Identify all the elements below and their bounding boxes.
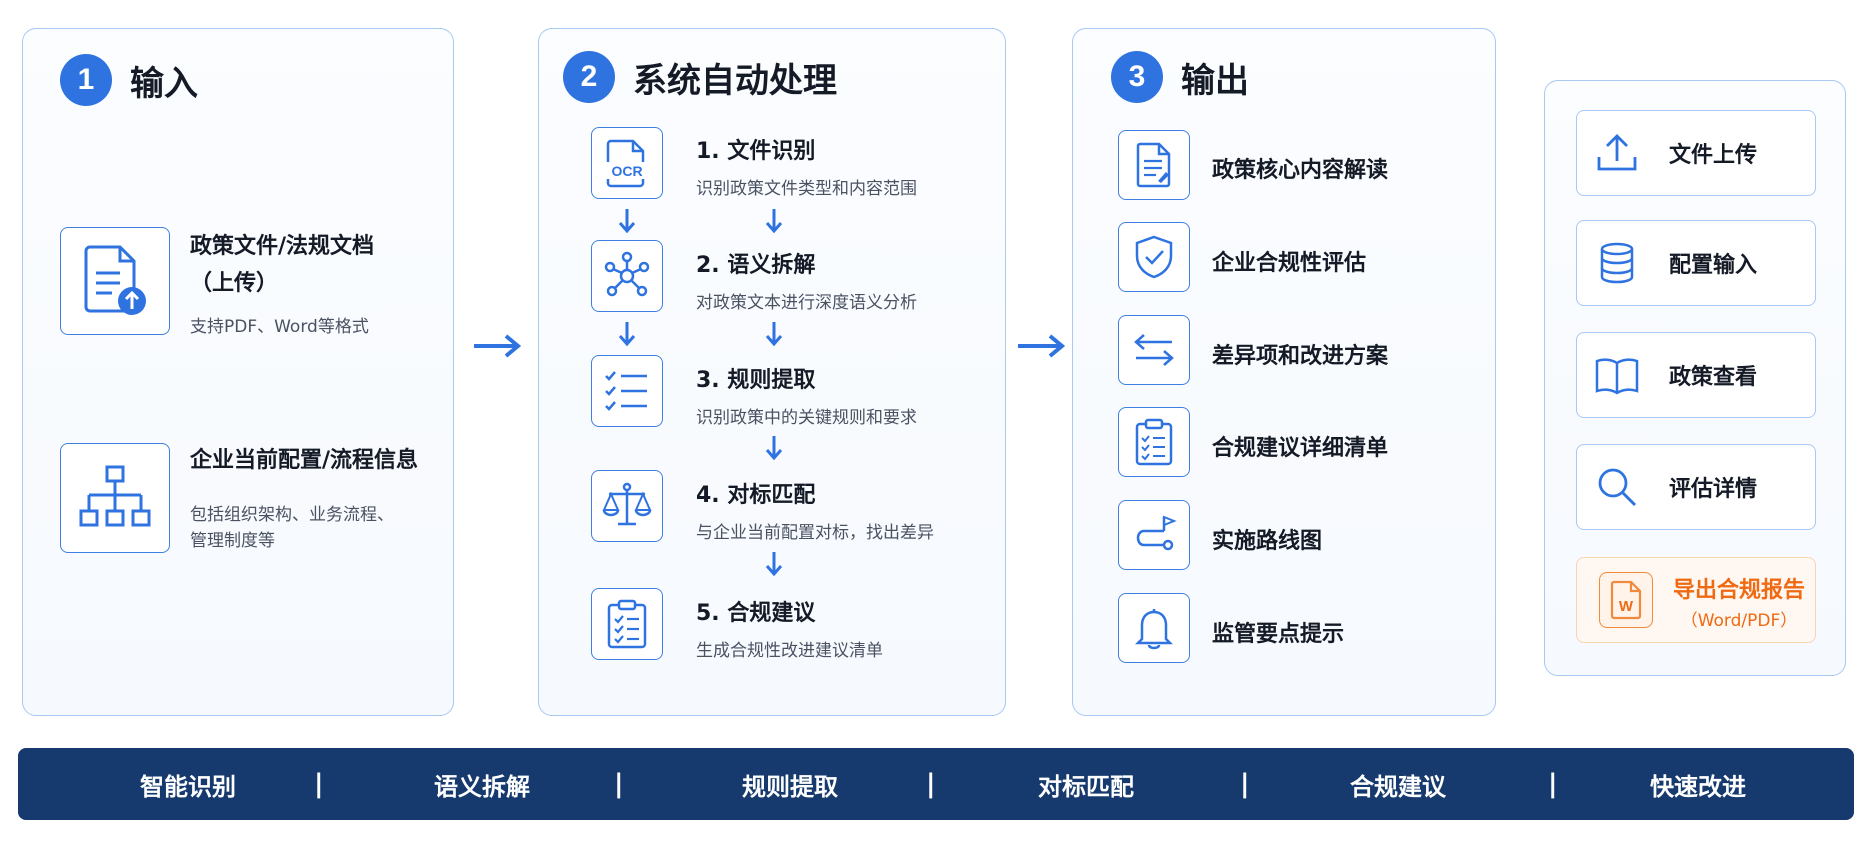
process-step-desc: 对政策文本进行深度语义分析 — [696, 293, 917, 313]
process-step-title: 2. 语义拆解 — [696, 253, 816, 278]
output-panel-title: 输出 — [1181, 60, 1249, 101]
assessment-details-button-label: 评估详情 — [1669, 477, 1758, 502]
upload-button[interactable]: 文件上传 — [1576, 110, 1816, 196]
document-icon — [1118, 130, 1190, 200]
process-step-title: 3. 规则提取 — [696, 368, 816, 393]
ocr-icon-text: OCR — [611, 163, 642, 179]
feature-bar-separator: | — [926, 769, 936, 799]
input-item-title: 企业当前配置/流程信息 — [190, 448, 419, 473]
database-icon — [1591, 237, 1643, 289]
assessment-details-button[interactable]: 评估详情 — [1576, 444, 1816, 530]
clipboard-list-icon — [1118, 407, 1190, 477]
down-arrow-icon — [765, 436, 783, 461]
document-upload-icon — [60, 227, 170, 335]
upload-icon — [1591, 127, 1643, 179]
feature-bar: 智能识别 | 语义拆解 | 规则提取 | 对标匹配 | 合规建议 | 快速改进 — [18, 748, 1854, 820]
process-panel-title: 系统自动处理 — [633, 60, 837, 101]
step-number-badge: 3 — [1111, 51, 1163, 103]
policy-view-button[interactable]: 政策查看 — [1576, 332, 1816, 418]
step-number-badge: 1 — [60, 54, 112, 106]
search-icon — [1591, 461, 1643, 513]
feature-bar-item: 规则提取 — [742, 772, 838, 801]
output-item-label: 差异项和改进方案 — [1212, 344, 1389, 369]
shield-check-icon — [1118, 222, 1190, 292]
export-report-format: （Word/PDF） — [1680, 611, 1798, 631]
process-step-desc: 识别政策中的关键规则和要求 — [696, 408, 917, 428]
word-file-icon-text: W — [1619, 598, 1634, 615]
feature-bar-separator: | — [1548, 769, 1558, 799]
input-item-desc: 支持PDF、Word等格式 — [190, 317, 369, 337]
book-icon — [1591, 349, 1643, 401]
down-arrow-icon — [618, 209, 636, 234]
step-number-badge: 2 — [563, 51, 615, 103]
clipboard-check-icon — [591, 588, 663, 660]
scale-icon — [591, 470, 663, 542]
swap-arrows-icon — [1118, 315, 1190, 385]
process-step-desc: 生成合规性改进建议清单 — [696, 641, 883, 661]
feature-bar-item: 对标匹配 — [1038, 772, 1134, 801]
process-step-title: 4. 对标匹配 — [696, 483, 816, 508]
feature-bar-item: 智能识别 — [140, 772, 236, 801]
export-report-button[interactable]: W 导出合规报告 （Word/PDF） — [1576, 557, 1816, 643]
feature-bar-separator: | — [314, 769, 324, 799]
down-arrow-icon — [765, 322, 783, 347]
org-chart-icon — [60, 443, 170, 553]
flow-arrow-icon — [474, 334, 522, 358]
config-input-button[interactable]: 配置输入 — [1576, 220, 1816, 306]
route-flag-icon — [1118, 500, 1190, 570]
input-item-title-suffix: （上传） — [190, 271, 279, 296]
process-step-title: 5. 合规建议 — [696, 601, 816, 626]
output-item-label: 监管要点提示 — [1212, 622, 1345, 647]
feature-bar-item: 语义拆解 — [434, 772, 530, 801]
output-panel-header: 3 输出 — [1111, 51, 1249, 103]
process-panel-header: 2 系统自动处理 — [563, 51, 837, 103]
output-item-label: 企业合规性评估 — [1212, 251, 1367, 276]
checklist-icon — [591, 355, 663, 427]
upload-button-label: 文件上传 — [1669, 143, 1758, 168]
process-step-desc: 识别政策文件类型和内容范围 — [696, 179, 917, 199]
feature-bar-item: 快速改进 — [1650, 772, 1746, 801]
input-panel — [22, 28, 454, 716]
ocr-icon: OCR — [591, 127, 663, 199]
export-report-label: 导出合规报告 — [1672, 578, 1805, 603]
down-arrow-icon — [765, 552, 783, 577]
input-item-desc: 管理制度等 — [190, 531, 275, 551]
input-item-title: 政策文件/法规文档 — [190, 234, 375, 259]
feature-bar-separator: | — [614, 769, 624, 799]
network-icon — [591, 240, 663, 312]
bell-icon — [1118, 593, 1190, 663]
config-input-button-label: 配置输入 — [1669, 253, 1758, 278]
input-item-desc: 包括组织架构、业务流程、 — [190, 505, 394, 525]
output-item-label: 合规建议详细清单 — [1212, 436, 1389, 461]
down-arrow-icon — [618, 322, 636, 347]
input-panel-header: 1 输入 — [60, 54, 198, 106]
policy-view-button-label: 政策查看 — [1669, 365, 1758, 390]
flow-arrow-icon — [1018, 334, 1066, 358]
output-item-label: 政策核心内容解读 — [1212, 158, 1389, 183]
process-step-desc: 与企业当前配置对标，找出差异 — [696, 523, 934, 543]
feature-bar-item: 合规建议 — [1350, 772, 1446, 801]
process-step-title: 1. 文件识别 — [696, 139, 816, 164]
down-arrow-icon — [765, 209, 783, 234]
input-panel-title: 输入 — [130, 63, 198, 104]
feature-bar-separator: | — [1240, 769, 1250, 799]
output-item-label: 实施路线图 — [1212, 529, 1323, 554]
word-file-icon: W — [1599, 572, 1653, 628]
